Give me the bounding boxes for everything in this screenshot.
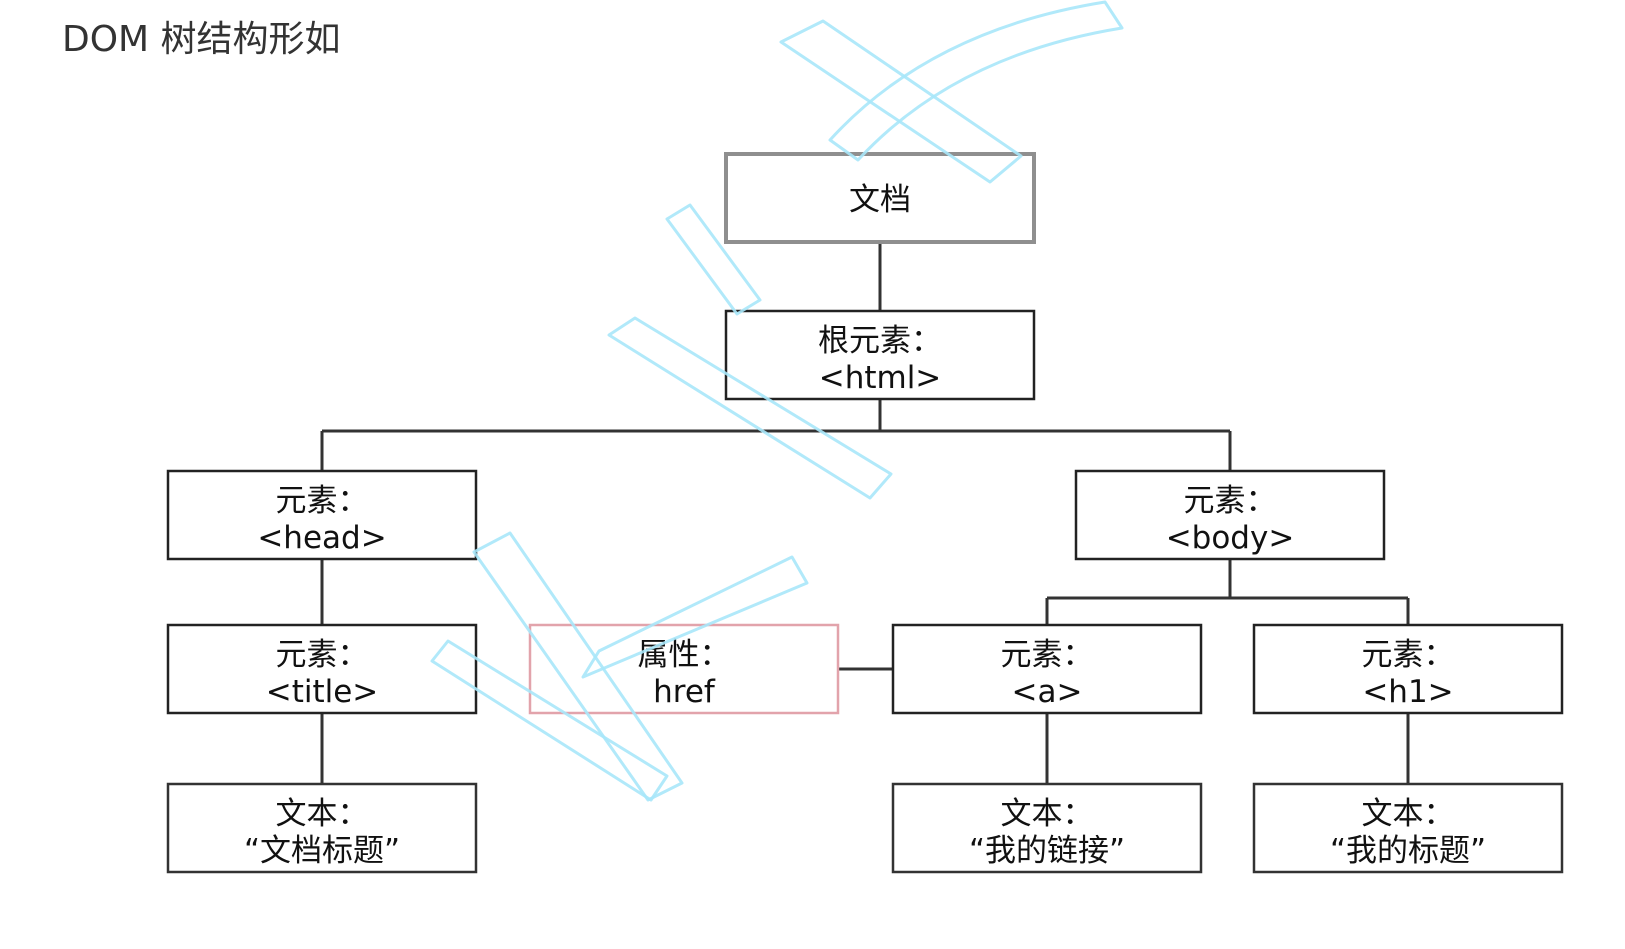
node-href-box <box>528 623 840 715</box>
node-text-title-kind-label: 文本： <box>276 796 369 832</box>
node-h1-kind-label: 元素： <box>1362 637 1455 673</box>
node-h1-box <box>1252 623 1564 715</box>
watermark-stroke <box>430 639 669 802</box>
node-text-a: 文本： “我的链接” <box>891 782 1203 874</box>
node-document: 文档 <box>724 152 1036 244</box>
node-text-a-kind-label: 文本： <box>1001 796 1094 832</box>
node-head-box <box>166 469 478 561</box>
watermark-strokes <box>430 0 1124 802</box>
node-a-tag-label: <a> <box>1012 674 1083 710</box>
node-title-kind-label: 元素： <box>276 637 369 673</box>
node-html-tag-label: <html> <box>819 360 942 396</box>
node-text-h1: 文本： “我的标题” <box>1252 782 1564 874</box>
node-title-tag-label: <title> <box>266 674 379 710</box>
node-text-title: 文本： “文档标题” <box>166 782 478 874</box>
tree-connectors <box>320 242 1410 784</box>
watermark-stroke <box>581 555 809 679</box>
node-text-h1-kind-label: 文本： <box>1362 796 1455 832</box>
watermark-stroke <box>472 531 684 802</box>
node-html: 根元素： <html> <box>724 309 1036 401</box>
node-body: 元素： <body> <box>1074 469 1386 561</box>
node-href-name-label: href <box>653 674 716 710</box>
node-head-tag-label: <head> <box>257 520 386 556</box>
node-text-h1-box <box>1252 782 1564 874</box>
node-a-box <box>891 623 1203 715</box>
node-html-box <box>724 309 1036 401</box>
node-head-kind-label: 元素： <box>276 483 369 519</box>
node-title-box <box>166 623 478 715</box>
watermark-stroke <box>665 203 762 316</box>
watermark-stroke <box>828 0 1124 162</box>
node-body-kind-label: 元素： <box>1184 483 1277 519</box>
node-body-box <box>1074 469 1386 561</box>
watermark-stroke <box>779 19 1023 184</box>
node-text-title-box <box>166 782 478 874</box>
node-href-kind-label: 属性： <box>638 637 731 673</box>
node-h1-tag-label: <h1> <box>1362 674 1453 710</box>
node-href-attribute: 属性： href <box>528 623 840 715</box>
watermark-stroke <box>607 316 893 500</box>
node-text-h1-value: “我的标题” <box>1330 833 1486 869</box>
node-document-box <box>724 152 1036 244</box>
node-body-tag-label: <body> <box>1166 520 1295 556</box>
node-text-a-value: “我的链接” <box>969 833 1125 869</box>
node-head: 元素： <head> <box>166 469 478 561</box>
node-text-a-box <box>891 782 1203 874</box>
node-html-kind-label: 根元素： <box>818 323 942 359</box>
node-text-title-value: “文档标题” <box>244 833 400 869</box>
node-h1: 元素： <h1> <box>1252 623 1564 715</box>
node-title: 元素： <title> <box>166 623 478 715</box>
node-a: 元素： <a> <box>891 623 1203 715</box>
node-a-kind-label: 元素： <box>1001 637 1094 673</box>
page-heading: DOM 树结构形如 <box>62 19 341 60</box>
node-document-label: 文档 <box>849 182 911 218</box>
